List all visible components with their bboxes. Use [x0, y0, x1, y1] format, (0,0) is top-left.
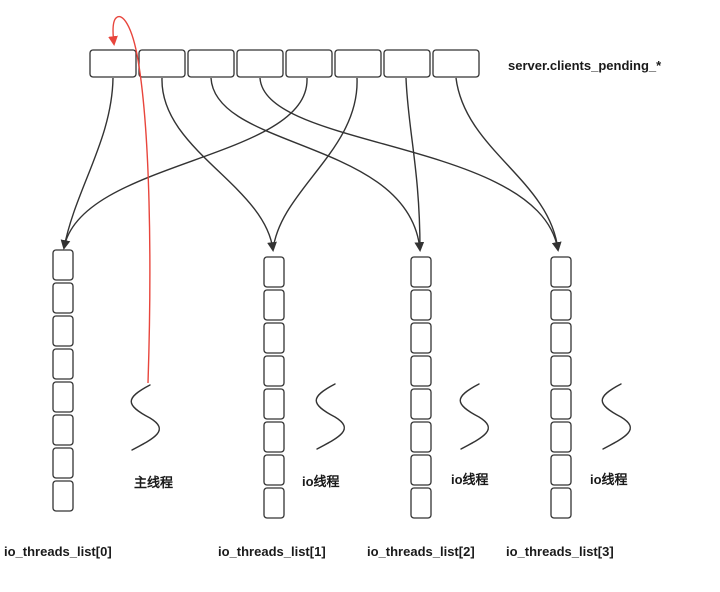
list-slot: [410, 454, 432, 486]
list-slot: [550, 454, 572, 486]
arrow-slot7-to-list2: [405, 77, 421, 251]
io-threads-list-1: [263, 256, 285, 519]
list-slot: [263, 355, 285, 387]
distribution-arrows: [60, 77, 562, 252]
list-slot: [52, 282, 74, 314]
list-slot: [263, 421, 285, 453]
arrow-slot2-to-list1: [161, 77, 277, 252]
queue-slot: [236, 49, 284, 78]
io-threads-list-2: [410, 256, 432, 519]
thread-label-io-3: io线程: [590, 472, 628, 487]
list-slot: [410, 289, 432, 321]
list-slot: [263, 388, 285, 420]
list-slot: [263, 256, 285, 288]
list-slot: [410, 355, 432, 387]
list-slot: [263, 289, 285, 321]
list-slot: [52, 480, 74, 512]
list-label-2: io_threads_list[2]: [367, 544, 475, 559]
list-slot: [263, 322, 285, 354]
list-slot: [263, 454, 285, 486]
list-slot: [550, 355, 572, 387]
list-slot: [410, 421, 432, 453]
queue-slot: [89, 49, 137, 78]
list-slot: [52, 447, 74, 479]
list-slot: [550, 487, 572, 519]
pending-queue: [89, 49, 480, 78]
list-slot: [550, 256, 572, 288]
list-slot: [550, 388, 572, 420]
list-slot: [52, 414, 74, 446]
main-thread-squiggle-icon: [130, 384, 161, 451]
io-thread-2-squiggle-icon: [459, 383, 490, 450]
arrow-slot3-to-list2: [210, 77, 425, 252]
list-slot: [52, 381, 74, 413]
list-slot: [550, 421, 572, 453]
queue-slot: [187, 49, 235, 78]
io-threads-list-0: [52, 249, 74, 512]
arrow-slot1-to-list0: [60, 77, 114, 250]
arrow-slot8-to-list3: [455, 77, 559, 251]
list-label-0: io_threads_list[0]: [4, 544, 112, 559]
list-slot: [550, 289, 572, 321]
queue-label: server.clients_pending_*: [508, 58, 662, 73]
queue-slot: [138, 49, 186, 78]
list-slot: [52, 315, 74, 347]
list-slot: [410, 256, 432, 288]
main-thread-arrow: [108, 15, 151, 384]
arrow-slot4-to-list3: [259, 77, 562, 252]
io-thread-3-squiggle-icon: [601, 383, 632, 450]
list-slot: [550, 322, 572, 354]
io-threads-list-3: [550, 256, 572, 519]
queue-slot: [383, 49, 431, 78]
list-slot: [52, 249, 74, 281]
queue-slot: [334, 49, 382, 78]
queue-slot: [432, 49, 480, 78]
list-slot: [410, 487, 432, 519]
arrow-slot6-to-list1: [272, 77, 358, 251]
list-slot: [410, 322, 432, 354]
thread-label-main: 主线程: [134, 475, 173, 490]
list-slot: [52, 348, 74, 380]
list-slot: [263, 487, 285, 519]
arrow-slot5-to-list0: [63, 77, 308, 249]
list-slot: [410, 388, 432, 420]
thread-label-io-2: io线程: [451, 472, 489, 487]
thread-squiggles: [130, 383, 632, 451]
queue-slot: [285, 49, 333, 78]
thread-label-io-1: io线程: [302, 474, 340, 489]
list-label-3: io_threads_list[3]: [506, 544, 614, 559]
io-thread-1-squiggle-icon: [315, 383, 346, 450]
list-label-1: io_threads_list[1]: [218, 544, 326, 559]
